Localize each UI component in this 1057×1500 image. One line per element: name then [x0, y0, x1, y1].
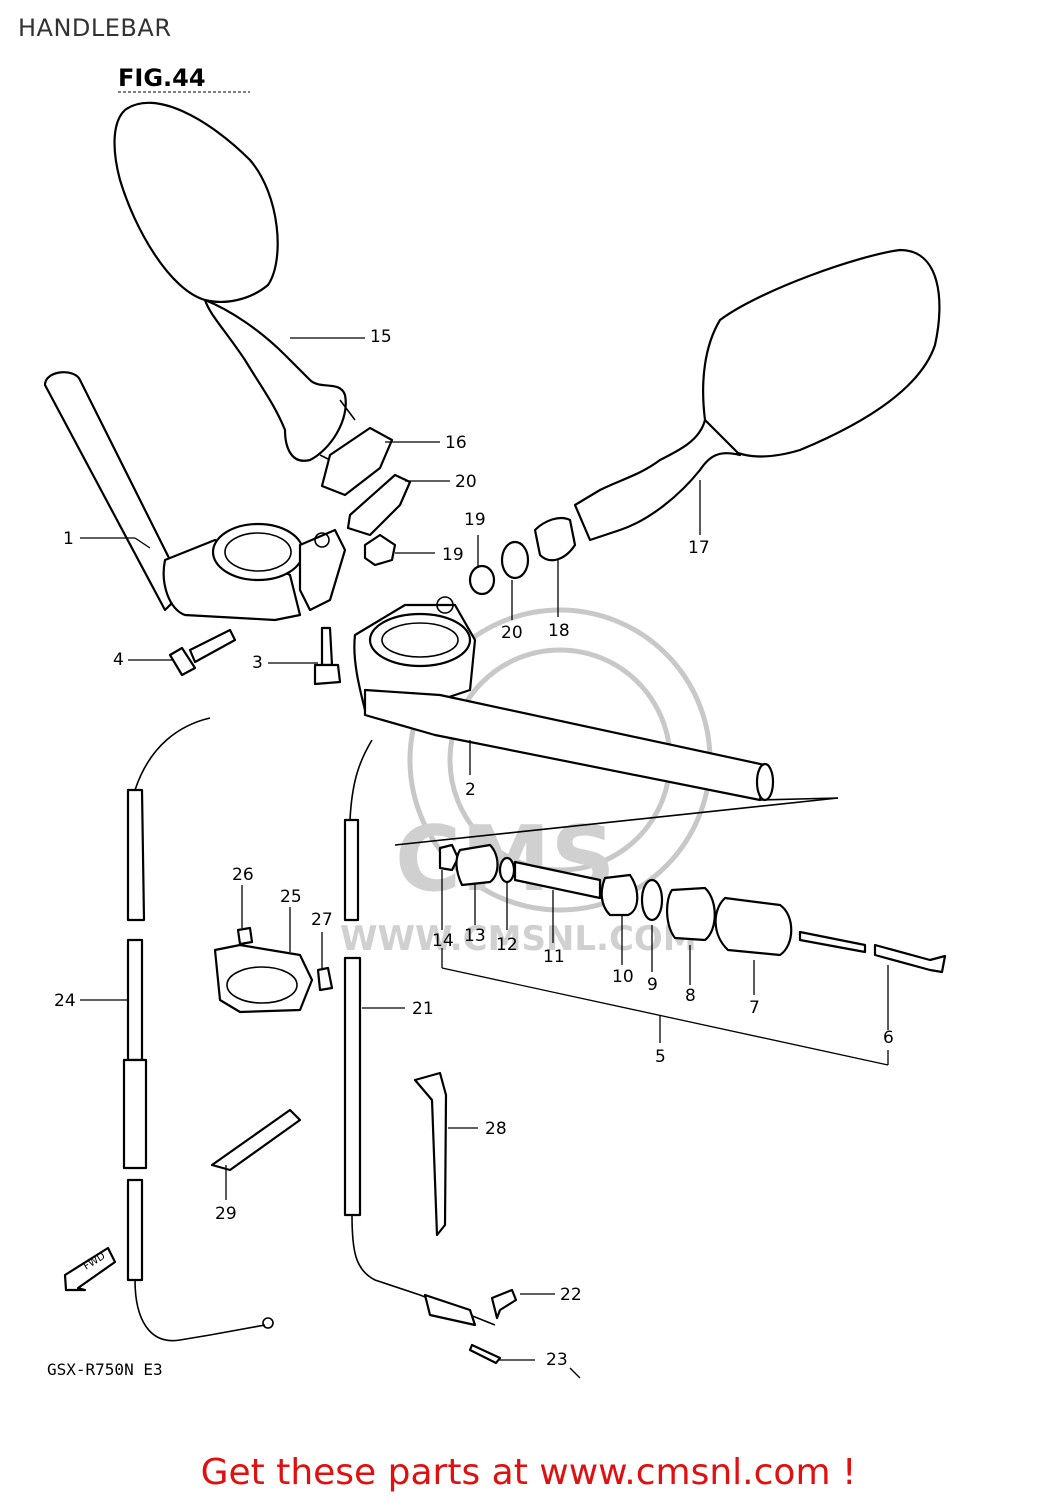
callout-28: 28	[485, 1119, 507, 1139]
callout-29: 29	[215, 1204, 237, 1224]
callout-2: 2	[465, 780, 476, 800]
left-mirror	[113, 101, 356, 466]
throttle-cable-24	[122, 717, 274, 1342]
callout-17: 17	[688, 538, 710, 558]
callout-9: 9	[647, 975, 658, 995]
callout-1: 1	[63, 529, 74, 549]
throttle-cable-21	[343, 739, 496, 1327]
callout-21: 21	[412, 999, 434, 1019]
bolt-22	[490, 1288, 518, 1320]
callout-12: 12	[496, 935, 518, 955]
assembly-bracket-5	[441, 948, 889, 1066]
throttle-clamp	[213, 926, 334, 1014]
cable-tie	[413, 1071, 448, 1237]
callout-15: 15	[370, 327, 392, 347]
callout-8: 8	[685, 986, 696, 1006]
spacer-right	[500, 540, 530, 580]
cable-strap	[210, 1108, 302, 1172]
nut-right	[468, 564, 496, 596]
left-handlebar	[43, 371, 347, 622]
screw-23	[468, 1343, 502, 1365]
callout-14: 14	[432, 931, 454, 951]
callout-13: 13	[464, 926, 486, 946]
bolt-4	[168, 628, 237, 677]
mirror-nut	[363, 533, 397, 567]
callout-25: 25	[280, 887, 302, 907]
bar-end-assembly	[438, 843, 947, 974]
callout-5: 5	[655, 1047, 666, 1067]
leader-lines	[80, 337, 889, 1379]
footer-link[interactable]: Get these parts at www.cmsnl.com !	[200, 1452, 857, 1493]
mirror-plate	[346, 473, 412, 537]
callout-23: 23	[546, 1350, 568, 1370]
callout-26: 26	[232, 865, 254, 885]
callout-19a: 19	[464, 510, 486, 530]
callout-7: 7	[749, 998, 760, 1018]
callout-10: 10	[612, 967, 634, 987]
watermark-url: WWW.CMSNL.COM	[340, 919, 697, 959]
bolt-3	[313, 626, 342, 686]
model-code: GSX-R750N E3	[47, 1360, 163, 1379]
callout-20b: 20	[501, 623, 523, 643]
callout-18: 18	[548, 621, 570, 641]
figure-label: FIG.44	[118, 64, 206, 92]
callout-20a: 20	[455, 472, 477, 492]
callout-22: 22	[560, 1285, 582, 1305]
callout-6: 6	[883, 1028, 894, 1048]
fwd-arrow: FWD	[63, 1246, 117, 1292]
right-mirror	[533, 248, 941, 562]
callout-3: 3	[252, 653, 263, 673]
mirror-bracket	[320, 426, 394, 497]
callout-27: 27	[311, 910, 333, 930]
callout-4: 4	[113, 650, 124, 670]
callout-16: 16	[445, 433, 467, 453]
page-title: HANDLEBAR	[18, 14, 172, 42]
callout-labels: 1 2 3 4 5 6 7 8 9 10 11 12 13 14 15 16 1…	[54, 327, 894, 1370]
callout-24: 24	[54, 991, 76, 1011]
callout-19b: 19	[442, 545, 464, 565]
callout-11: 11	[543, 947, 565, 967]
